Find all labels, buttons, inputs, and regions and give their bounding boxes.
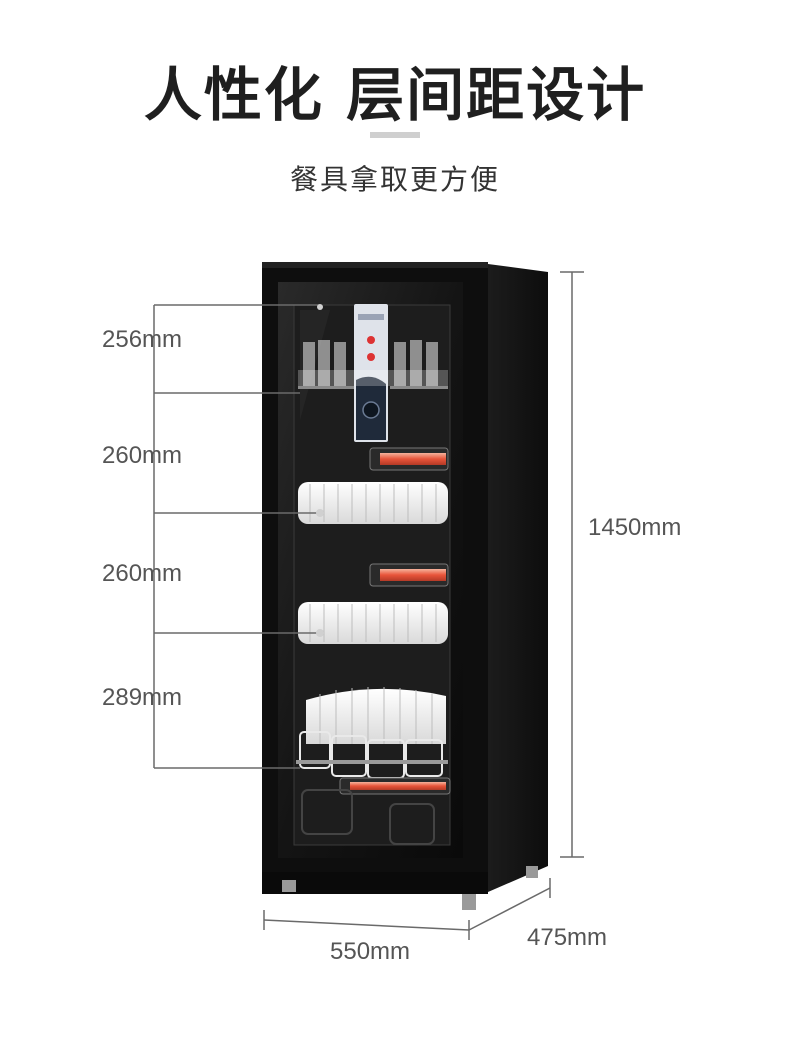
shelf-gap-label-2: 260mm bbox=[102, 442, 183, 469]
shelf-gap-dimension-lines bbox=[153, 304, 320, 769]
heater-tube-middle bbox=[369, 563, 449, 587]
plate-rack-upper bbox=[298, 482, 448, 524]
page-title: 人性化 层间距设计 bbox=[143, 61, 647, 129]
shelf-markers bbox=[316, 304, 324, 637]
foot-icon bbox=[282, 880, 296, 892]
foot-icon bbox=[462, 894, 476, 910]
shelf-gap-label-1: 256mm bbox=[102, 326, 183, 353]
plate-rack-middle bbox=[298, 602, 448, 644]
depth-label: 475mm bbox=[527, 924, 608, 951]
plate-rack-bottom bbox=[296, 687, 448, 779]
heater-tube-upper bbox=[369, 447, 449, 471]
indicator-light-icon bbox=[367, 336, 375, 344]
cabinet-side-panel bbox=[488, 264, 548, 892]
cup-shelf bbox=[298, 340, 448, 389]
heater-tube-bottom bbox=[339, 777, 451, 795]
height-label: 1450mm bbox=[588, 514, 682, 541]
shelf-gap-label-3: 260mm bbox=[102, 560, 183, 587]
width-label: 550mm bbox=[330, 938, 411, 965]
title-underline bbox=[370, 132, 420, 138]
height-dimension-line bbox=[560, 271, 584, 858]
foot-icon bbox=[526, 866, 538, 878]
width-dimension-line bbox=[263, 910, 470, 940]
depth-dimension-line bbox=[468, 878, 551, 931]
cabinet-base bbox=[262, 866, 538, 910]
control-panel bbox=[354, 304, 388, 442]
page-subtitle: 餐具拿取更方便 bbox=[289, 163, 500, 196]
timer-knob-icon bbox=[362, 401, 380, 419]
shelf-gap-label-4: 289mm bbox=[102, 684, 183, 711]
indicator-light-icon bbox=[367, 353, 375, 361]
bottom-dish-basket bbox=[301, 789, 435, 845]
